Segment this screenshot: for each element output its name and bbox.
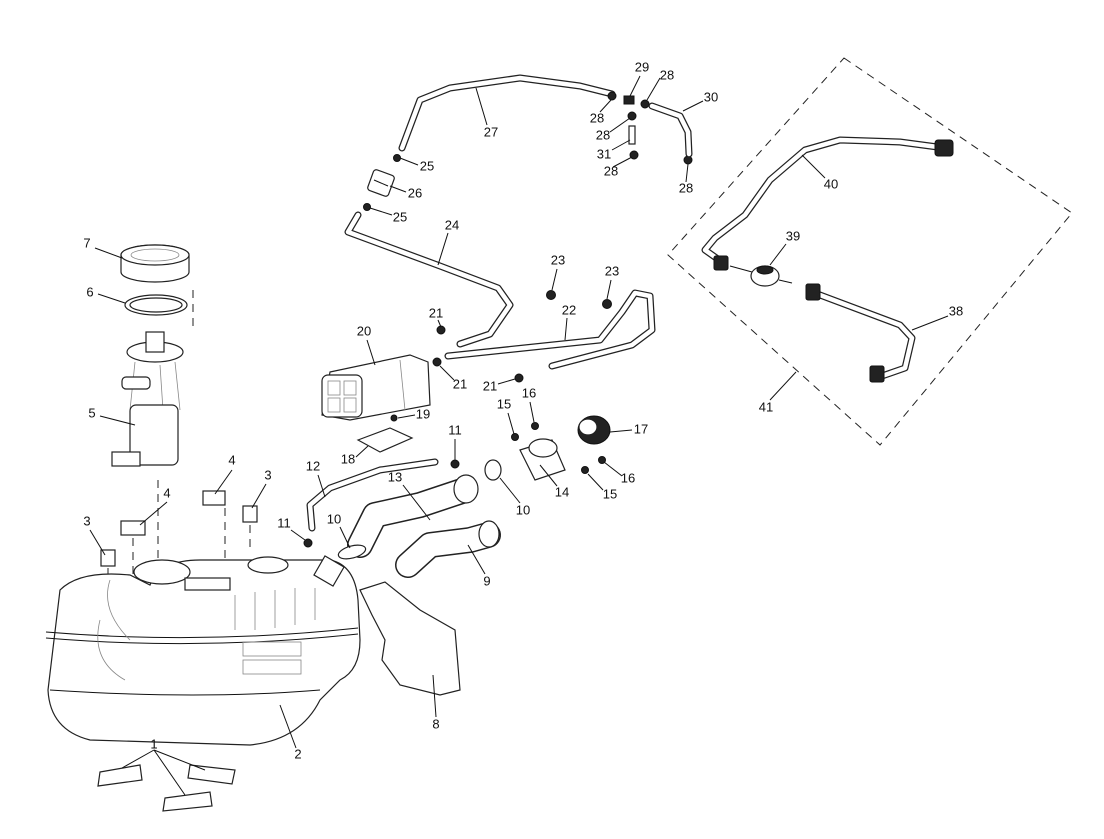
callout-12: 12 — [306, 458, 320, 473]
callout-30: 30 — [704, 89, 718, 104]
callout-40: 40 — [824, 176, 838, 191]
valve-26 — [363, 154, 401, 211]
callout-6: 6 — [86, 284, 93, 299]
callout-31: 31 — [597, 146, 611, 161]
callout-25: 25 — [393, 209, 407, 224]
connectors-28-29 — [607, 91, 693, 165]
callout-22: 22 — [562, 302, 576, 317]
callout-41: 41 — [759, 399, 773, 414]
hose-38 — [805, 283, 916, 383]
brackets-3-4 — [100, 490, 258, 600]
callout-15: 15 — [497, 396, 511, 411]
seal-6 — [124, 294, 188, 316]
hose-30 — [648, 102, 693, 158]
bracket-18 — [356, 414, 414, 453]
callout-23: 23 — [605, 263, 619, 278]
callout-28: 28 — [590, 110, 604, 125]
callout-28: 28 — [596, 127, 610, 142]
callout-28: 28 — [660, 67, 674, 82]
hose-12 — [303, 458, 460, 548]
callout-14: 14 — [555, 484, 569, 499]
lock-ring-7 — [120, 244, 190, 283]
pump-module-5 — [111, 331, 184, 467]
callout-28: 28 — [604, 163, 618, 178]
callout-21: 21 — [429, 305, 443, 320]
callout-3: 3 — [83, 513, 90, 528]
callout-15: 15 — [603, 486, 617, 501]
callout-7: 7 — [83, 235, 90, 250]
callout-11: 11 — [448, 422, 462, 437]
callout-21: 21 — [483, 378, 497, 393]
callout-25: 25 — [420, 158, 434, 173]
hose-27 — [398, 74, 616, 152]
callout-19: 19 — [416, 406, 430, 421]
hose-22 — [444, 289, 656, 370]
filler-housing-14 — [511, 422, 606, 481]
callout-10: 10 — [516, 502, 530, 517]
callout-29: 29 — [635, 59, 649, 74]
callout-5: 5 — [88, 405, 95, 420]
callout-26: 26 — [408, 185, 422, 200]
filter-39 — [729, 265, 793, 287]
callout-18: 18 — [341, 451, 355, 466]
clamp-10a — [337, 544, 367, 560]
callout-16: 16 — [522, 385, 536, 400]
fuel-tank-2 — [45, 555, 361, 746]
callout-1: 1 — [150, 736, 157, 751]
clamps-21-23 — [432, 290, 612, 383]
canister-20 — [321, 354, 431, 421]
callout-9: 9 — [483, 573, 490, 588]
callout-16: 16 — [621, 470, 635, 485]
callout-28: 28 — [679, 180, 693, 195]
callout-4: 4 — [163, 485, 170, 500]
callout-4: 4 — [228, 452, 235, 467]
hose-40 — [701, 136, 954, 271]
pads-1 — [97, 764, 236, 812]
callout-21: 21 — [453, 376, 467, 391]
callout-10: 10 — [327, 511, 341, 526]
vent-tube-9 — [395, 520, 501, 578]
callout-17: 17 — [634, 421, 648, 436]
filler-tube-13 — [347, 474, 479, 558]
callout-27: 27 — [484, 124, 498, 139]
callout-labels: 1 2 3 3 4 4 5 6 7 8 9 10 10 11 11 12 13 … — [83, 59, 963, 761]
clamp-10b — [484, 459, 502, 481]
callout-39: 39 — [786, 228, 800, 243]
hose-24 — [344, 211, 514, 348]
fuel-cap-17 — [577, 415, 611, 445]
callout-23: 23 — [551, 252, 565, 267]
callout-11: 11 — [277, 515, 291, 530]
callout-24: 24 — [445, 217, 459, 232]
callout-20: 20 — [357, 323, 371, 338]
callout-13: 13 — [388, 469, 402, 484]
leader-lines — [89, 75, 949, 796]
callout-8: 8 — [432, 716, 439, 731]
assembly-41-boundary — [667, 57, 1073, 446]
callout-3: 3 — [264, 467, 271, 482]
heat-shield-8 — [359, 581, 461, 696]
callout-38: 38 — [949, 303, 963, 318]
callout-2: 2 — [294, 746, 301, 761]
